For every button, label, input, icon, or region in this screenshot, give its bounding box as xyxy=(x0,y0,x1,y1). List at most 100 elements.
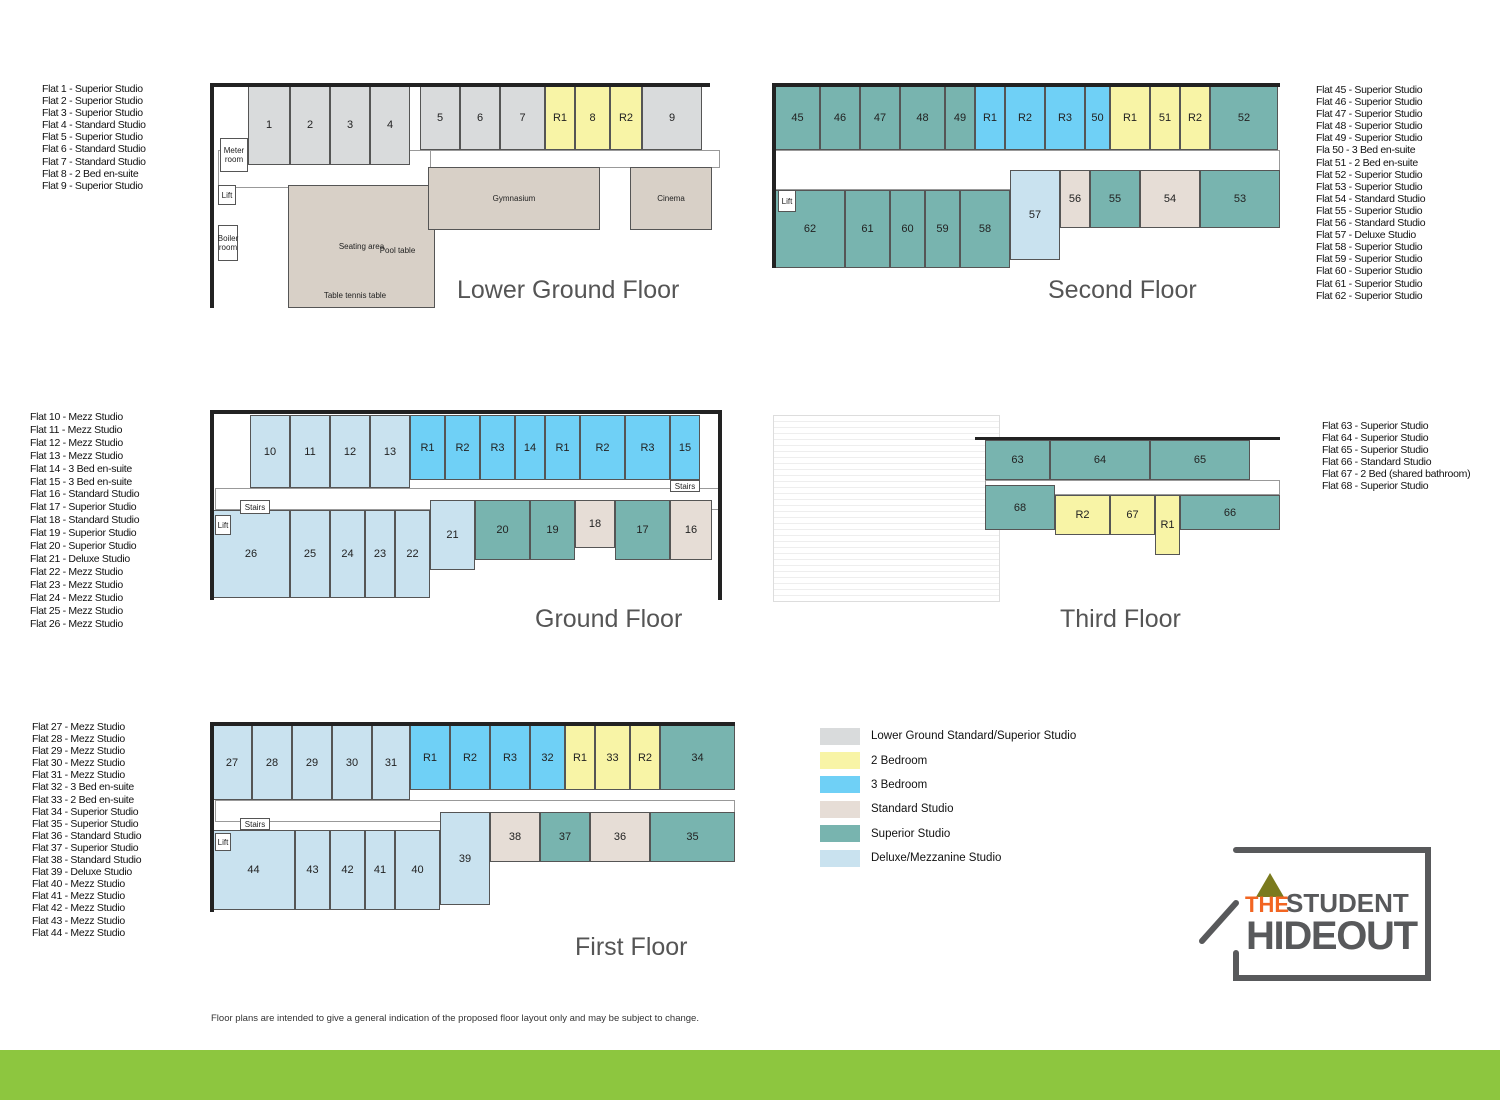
flat-53: 53 xyxy=(1200,170,1280,228)
floor-title-first: First Floor xyxy=(575,933,688,961)
flat-list-item: Flat 61 - Superior Studio xyxy=(1316,277,1423,290)
flat-5: 5 xyxy=(420,85,460,150)
flat-48: 48 xyxy=(900,85,945,150)
legend-swatch xyxy=(820,800,860,818)
room-lift: Lift xyxy=(215,833,231,851)
flat-60: 60 xyxy=(890,190,925,268)
flat-54: 54 xyxy=(1140,170,1200,228)
flat-list-item: Flat 32 - 3 Bed en-suite xyxy=(32,781,134,794)
legend-swatch xyxy=(820,825,860,843)
legend-label: Superior Studio xyxy=(871,827,951,840)
room-r3: R3 xyxy=(625,415,670,480)
flat-list-item: Flat 38 - Standard Studio xyxy=(32,854,142,867)
flat-56: 56 xyxy=(1060,170,1090,228)
room-r3: R3 xyxy=(480,415,515,480)
flat-list-item: Flat 26 - Mezz Studio xyxy=(30,617,123,630)
flat-8: 8 xyxy=(575,85,610,150)
flat-list-item: Flat 6 - Standard Studio xyxy=(42,143,146,156)
room-r2: R2 xyxy=(1005,85,1045,150)
flat-list-item: Flat 41 - Mezz Studio xyxy=(32,890,125,903)
exterior-wall xyxy=(210,722,735,726)
flat-47: 47 xyxy=(860,85,900,150)
flat-list-item: Flat 30 - Mezz Studio xyxy=(32,757,125,770)
flat-65: 65 xyxy=(1150,440,1250,480)
flat-30: 30 xyxy=(332,725,372,800)
flat-32: 32 xyxy=(530,725,565,790)
flat-58: 58 xyxy=(960,190,1010,268)
floor-title-ground: Ground Floor xyxy=(535,605,683,633)
flat-46: 46 xyxy=(820,85,860,150)
room-r2: R2 xyxy=(445,415,480,480)
flat-21: 21 xyxy=(430,500,475,570)
flat-27: 27 xyxy=(212,725,252,800)
flat-list-item: Flat 45 - Superior Studio xyxy=(1316,84,1423,96)
flat-list-item: Flat 10 - Mezz Studio xyxy=(30,411,123,423)
flat-31: 31 xyxy=(372,725,410,800)
flat-3: 3 xyxy=(330,85,370,165)
flat-list-item: Flat 56 - Standard Studio xyxy=(1316,217,1426,230)
flat-list-item: Flat 4 - Standard Studio xyxy=(42,119,146,132)
flat-list-item: Flat 8 - 2 Bed en-suite xyxy=(42,167,139,180)
legend-swatch xyxy=(820,849,860,867)
flat-list-item: Flat 34 - Superior Studio xyxy=(32,805,139,818)
svg-text:HIDEOUT: HIDEOUT xyxy=(1246,914,1418,958)
flat-list-item: Flat 33 - 2 Bed en-suite xyxy=(32,793,134,806)
flat-list-item: Flat 65 - Superior Studio xyxy=(1322,444,1429,457)
flat-list-item: Flat 31 - Mezz Studio xyxy=(32,769,125,782)
flat-list-item: Flat 48 - Superior Studio xyxy=(1316,120,1423,133)
flat-list-item: Flat 29 - Mezz Studio xyxy=(32,745,125,758)
flat-list-item: Flat 16 - Standard Studio xyxy=(30,488,140,501)
room-lift: Lift xyxy=(215,515,231,535)
flat-29: 29 xyxy=(292,725,332,800)
flat-list-item: Flat 49 - Superior Studio xyxy=(1316,132,1423,145)
legend-swatch xyxy=(820,752,860,770)
svg-text:STUDENT: STUDENT xyxy=(1286,888,1409,918)
room-r3: R3 xyxy=(1045,85,1085,150)
legend-swatch xyxy=(820,727,860,745)
legend-item-superior-studio: Superior Studio xyxy=(820,822,1076,846)
flat-list-item: Flat 66 - Standard Studio xyxy=(1322,456,1432,469)
flat-list-item: Flat 54 - Standard Studio xyxy=(1316,192,1426,205)
flat-45: 45 xyxy=(775,85,820,150)
room-r1: R1 xyxy=(410,725,450,790)
room-seating-area: Seating area xyxy=(288,185,435,308)
flat-11: 11 xyxy=(290,415,330,488)
flat-20: 20 xyxy=(475,500,530,560)
flat-4: 4 xyxy=(370,85,410,165)
footer-green-bar xyxy=(0,1050,1500,1100)
room-gymnasium: Gymnasium xyxy=(428,167,600,230)
flat-list-item: Flat 35 - Superior Studio xyxy=(32,817,139,830)
room-meter-room: Meter room xyxy=(220,138,248,172)
flat-18: 18 xyxy=(575,500,615,548)
legend-label: Lower Ground Standard/Superior Studio xyxy=(871,730,1077,743)
flat-list-item: Flat 43 - Mezz Studio xyxy=(32,914,125,927)
flat-list-item: Flat 15 - 3 Bed en-suite xyxy=(30,475,132,488)
flat-list-item: Flat 3 - Superior Studio xyxy=(42,107,143,120)
flat-list-item: Flat 1 - Superior Studio xyxy=(42,83,143,95)
flat-42: 42 xyxy=(330,830,365,910)
flat-list-item: Flat 20 - Superior Studio xyxy=(30,540,137,553)
flat-list-item: Flat 60 - Superior Studio xyxy=(1316,265,1423,278)
flat-23: 23 xyxy=(365,510,395,598)
flat-63: 63 xyxy=(985,440,1050,480)
flat-list-item: Flat 62 - Superior Studio xyxy=(1316,289,1423,302)
flat-list-item: Flat 59 - Superior Studio xyxy=(1316,253,1423,266)
room-stairs: Stairs xyxy=(670,480,700,492)
flat-list-item: Flat 5 - Superior Studio xyxy=(42,131,143,144)
exterior-wall xyxy=(210,83,214,308)
flat-24: 24 xyxy=(330,510,365,598)
exterior-wall xyxy=(772,83,776,268)
room-r2: R2 xyxy=(610,85,642,150)
room-r2: R2 xyxy=(580,415,625,480)
exterior-wall xyxy=(210,410,214,600)
exterior-wall xyxy=(210,722,214,912)
room-r1: R1 xyxy=(545,85,575,150)
room-r1: R1 xyxy=(410,415,445,480)
room-cinema: Cinema xyxy=(630,167,712,230)
room-r2: R2 xyxy=(630,725,660,790)
